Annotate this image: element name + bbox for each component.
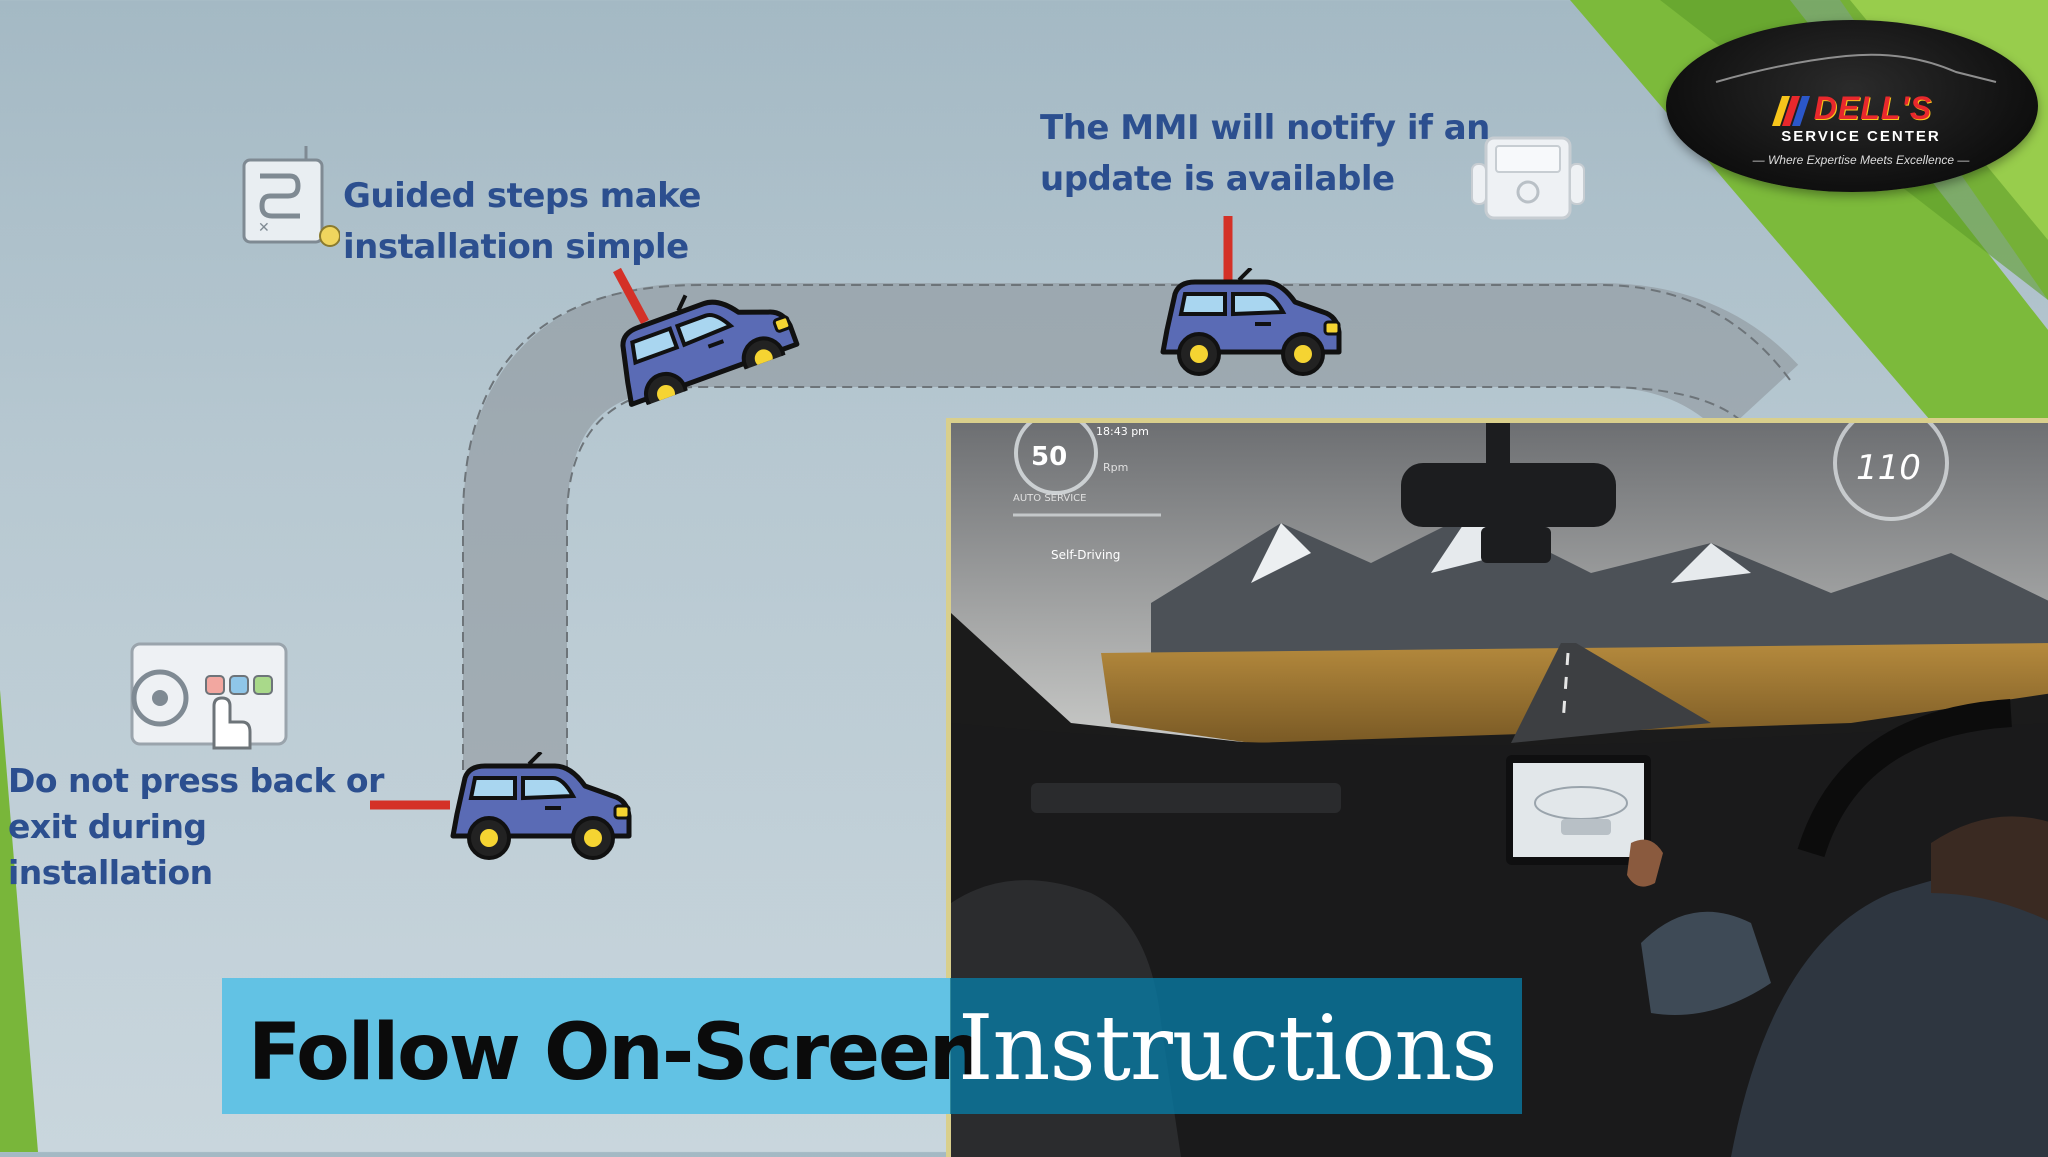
title-banner-left [222, 978, 950, 1114]
title-instructions: Instructions [958, 996, 1498, 1101]
hud-rpm: Rpm [1103, 461, 1128, 474]
callout-mmi-notify: The MMI will notify if an update is avai… [1040, 108, 1490, 199]
car-bottom [445, 752, 637, 868]
logo-name: DELL'S [1813, 90, 1933, 126]
hud-auto-service: AUTO SERVICE [1013, 493, 1086, 504]
hud-speed-right: 110 [1856, 448, 1921, 488]
svg-text:✕: ✕ [258, 220, 270, 236]
logo-tagline: — Where Expertise Meets Excellence — [1752, 153, 1970, 167]
hud-speed: 50 [1031, 442, 1067, 472]
title-banner-right [950, 978, 1522, 1114]
dashboard-touch-icon [130, 642, 288, 750]
logo-subtitle: SERVICE CENTER [1781, 128, 1941, 145]
hud-self-driving: Self-Driving [1051, 548, 1120, 562]
car-top [1155, 268, 1347, 384]
dells-service-center-logo: DELL'S SERVICE CENTER — Where Expertise … [1666, 20, 2038, 192]
title-follow-on-screen: Follow On-Screen [248, 1008, 984, 1098]
callout-do-not-exit: Do not press back or exit during install… [8, 761, 384, 892]
callout-guided-steps: Guided steps make installation simple [343, 176, 701, 267]
logo-stripes-icon [1772, 96, 1810, 126]
route-map-icon: ✕ [242, 146, 340, 247]
hud-time: 18:43 pm [1096, 425, 1149, 438]
car-radio-icon [1471, 136, 1585, 220]
car-silhouette-icon [1715, 53, 1997, 83]
marker-red-curve [613, 267, 649, 325]
